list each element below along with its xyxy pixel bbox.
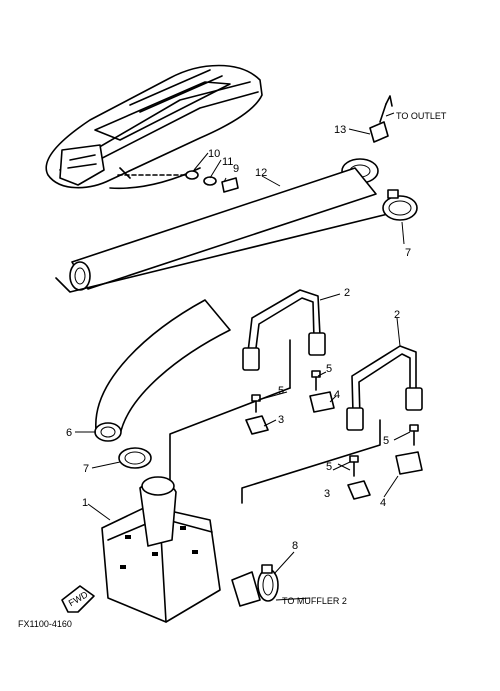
callout-7-lower: 7: [83, 463, 89, 475]
bolt-5-right-1: [409, 424, 419, 446]
outlet-fitting-13: [369, 95, 393, 143]
callout-10: 10: [208, 148, 220, 160]
callout-3-left: 3: [278, 414, 284, 426]
watercraft-hull-illustration: [45, 64, 263, 190]
callout-6: 6: [66, 427, 72, 439]
callout-5-d: 5: [326, 461, 332, 473]
callout-11: 11: [222, 156, 233, 168]
callout-5-b: 5: [326, 363, 332, 375]
muffler-1: [101, 476, 261, 623]
callout-1: 1: [82, 497, 88, 509]
note-to-outlet: TO OUTLET: [396, 111, 447, 121]
callout-9: 9: [233, 163, 239, 175]
hose-clamp-7-upper: [382, 189, 418, 221]
callout-7-upper: 7: [405, 247, 411, 259]
bolt-washer-nut-group: [185, 170, 239, 193]
damper-4-left: [309, 391, 335, 413]
damper-4-right: [395, 451, 423, 475]
bolt-5-right-2: [349, 455, 359, 477]
callout-12: 12: [255, 167, 267, 179]
exhaust-hose-12: [55, 167, 389, 293]
callout-2-right: 2: [394, 309, 400, 321]
callout-2-left: 2: [344, 287, 350, 299]
callout-5-a: 5: [278, 385, 284, 397]
leader-lines: [75, 112, 411, 601]
note-to-muffler: TO MUFFLER 2: [282, 596, 347, 606]
hose-clamp-8: [257, 564, 279, 602]
mounting-band-2-left: [242, 289, 326, 371]
figure-code: FX1100-4160: [18, 619, 72, 629]
bolt-5-left-2: [311, 370, 321, 391]
forward-arrow-icon: [61, 585, 95, 613]
curved-hose-6: [94, 299, 231, 442]
bolt-5-left-1: [251, 394, 261, 413]
callout-8: 8: [292, 540, 298, 552]
hose-clamp-7-lower: [118, 447, 152, 469]
mounting-band-2-right: [346, 345, 423, 431]
callout-4-left: 4: [334, 389, 340, 401]
callout-13: 13: [334, 124, 346, 136]
callout-4-right: 4: [380, 497, 386, 509]
callout-3-right: 3: [324, 488, 330, 500]
clip-3-left: [245, 415, 269, 435]
clip-3-right: [347, 480, 371, 500]
callout-5-c: 5: [383, 435, 389, 447]
